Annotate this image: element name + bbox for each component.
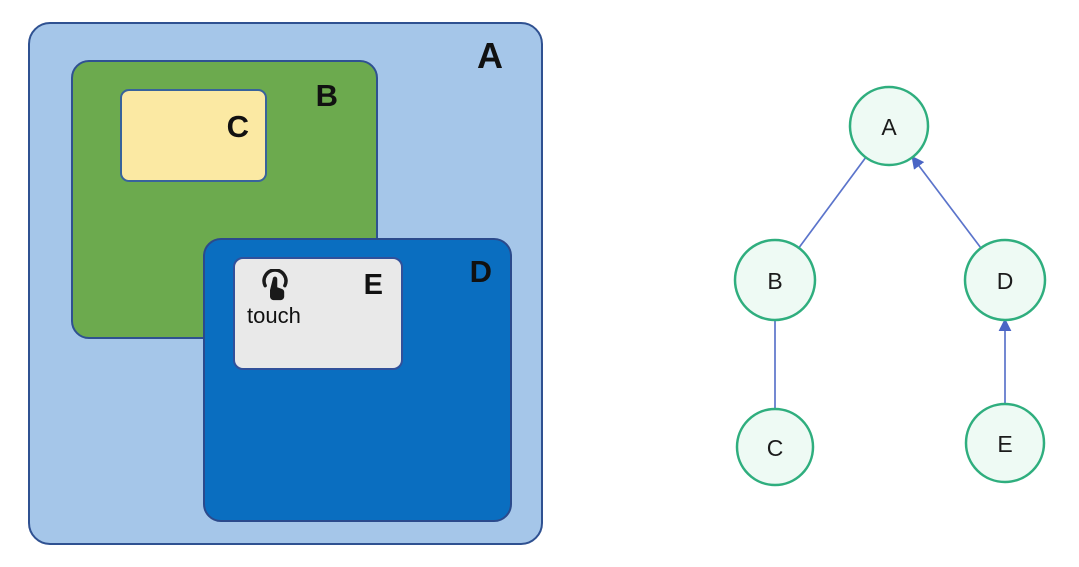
box-d-label: D: [469, 254, 492, 289]
node-b-circle: [733, 238, 817, 322]
tree-node-a: A: [848, 85, 930, 167]
box-b-label: B: [315, 78, 338, 113]
propagation-tree: A B D C E: [733, 85, 1047, 487]
box-a-label: A: [477, 35, 503, 76]
tree-node-e: E: [964, 402, 1046, 484]
node-e-circle: [964, 402, 1046, 484]
box-c-label: C: [226, 109, 249, 144]
node-c-circle: [735, 407, 815, 487]
box-c: C: [120, 89, 267, 182]
node-a-circle: [848, 85, 930, 167]
node-c-label: C: [767, 435, 784, 461]
tree-node-b: B: [733, 238, 817, 322]
box-e-label: E: [363, 269, 383, 301]
node-a-label: A: [881, 114, 897, 140]
box-a: A B C D E touch: [28, 22, 543, 545]
edge-b-to-a: [797, 156, 867, 250]
tap-gesture-icon: [262, 269, 288, 301]
tree-node-c: C: [735, 407, 815, 487]
box-e: E touch: [233, 257, 403, 370]
touch-event-label: touch: [247, 303, 301, 328]
box-d: D E touch: [203, 238, 512, 522]
node-e-label: E: [997, 431, 1012, 457]
tree-node-d: D: [963, 238, 1047, 322]
node-b-label: B: [767, 268, 782, 294]
edge-d-to-a-arrow: [911, 155, 983, 250]
node-d-label: D: [997, 268, 1014, 294]
node-d-circle: [963, 238, 1047, 322]
